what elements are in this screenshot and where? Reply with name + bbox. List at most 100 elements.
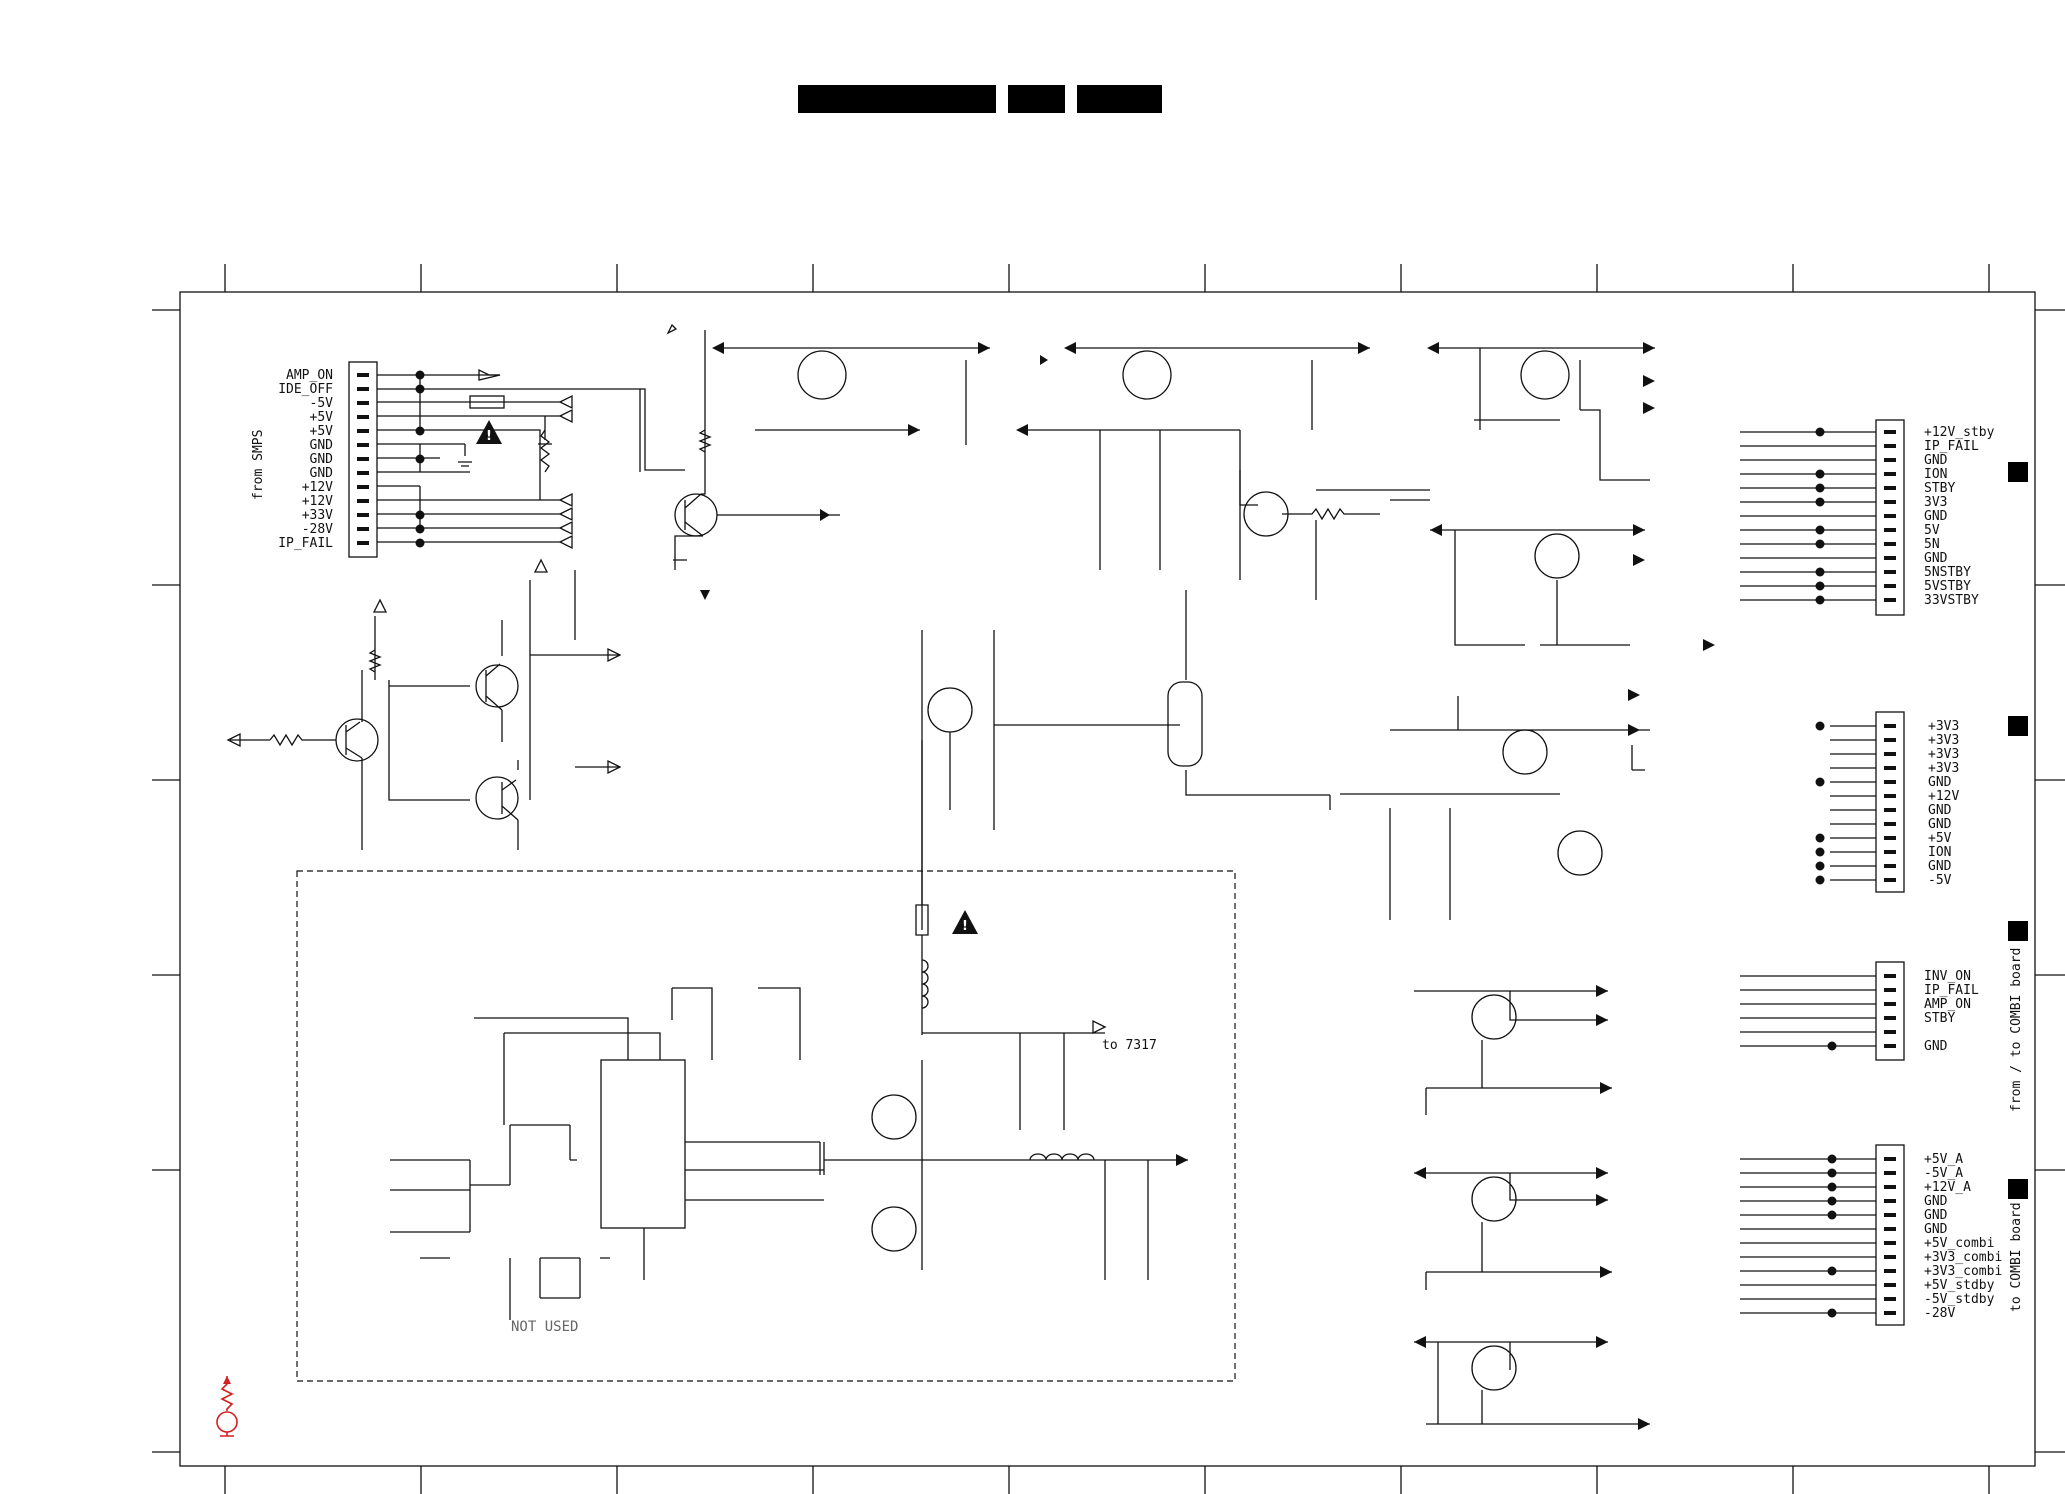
connector-a-pin-label: 5VSTBY bbox=[1924, 579, 1971, 594]
connector-a-pin-label: IP_FAIL bbox=[1924, 439, 1979, 454]
connector-smps-pin-pad bbox=[357, 499, 369, 503]
right-middle-section bbox=[1390, 524, 1715, 771]
connector-smps-pin-pad bbox=[357, 443, 369, 447]
connector-a-pin-pad bbox=[1884, 500, 1896, 504]
connector-a-pin-label: GND bbox=[1924, 509, 1948, 524]
connector-a-pin-pad bbox=[1884, 458, 1896, 462]
connector-smps-pin-label: +12V bbox=[302, 494, 333, 509]
header-block-3 bbox=[1077, 85, 1162, 113]
connector-c-pin-pad bbox=[1884, 988, 1896, 992]
connector-b-pin-label: +3V3 bbox=[1928, 761, 1959, 776]
connector-b-pin-label: +5V bbox=[1928, 831, 1952, 846]
connector-d-junction-dot bbox=[1827, 1182, 1837, 1192]
connector-b-pin-label: GND bbox=[1928, 775, 1952, 790]
section-markers bbox=[2008, 462, 2028, 1199]
connector-a-pin-pad bbox=[1884, 528, 1896, 532]
connector-d-pin-pad bbox=[1884, 1185, 1896, 1189]
warning-triangle-icon: ! bbox=[952, 910, 978, 934]
connector-d-pin-label: +5V_stdby bbox=[1924, 1278, 1995, 1293]
connector-a-pin-label: +12V_stby bbox=[1924, 425, 1995, 440]
connector-c-pin-pad bbox=[1884, 974, 1896, 978]
connector-d-pin-label: GND bbox=[1924, 1208, 1948, 1223]
connector-a-pin-pad bbox=[1884, 430, 1896, 434]
connector-d-pin-label: +5V_A bbox=[1924, 1152, 1963, 1167]
to-7317-label: to 7317 bbox=[1102, 1038, 1157, 1053]
connector-smps-pin-label: +5V bbox=[310, 424, 334, 439]
connector-a-pin-label: 5NSTBY bbox=[1924, 565, 1971, 580]
connector-d-pin-label: GND bbox=[1924, 1194, 1948, 1209]
connector-b-pin-label: +12V bbox=[1928, 789, 1959, 804]
connector-d-pin-pad bbox=[1884, 1171, 1896, 1175]
connector-c-junction-dot bbox=[1827, 1041, 1837, 1051]
connector-d-pin-label: +3V3_combi bbox=[1924, 1250, 2002, 1265]
connector-d-pin-pad bbox=[1884, 1157, 1896, 1161]
connector-smps-pin-label: GND bbox=[310, 452, 334, 467]
connector-smps-pin-pad bbox=[357, 429, 369, 433]
connector-d-junction-dot bbox=[1827, 1210, 1837, 1220]
warning-triangle-icon: ! bbox=[476, 420, 502, 444]
connector-smps-pin-pad bbox=[357, 541, 369, 545]
connector-smps-pin-pad bbox=[357, 457, 369, 461]
connector-d-pin-pad bbox=[1884, 1297, 1896, 1301]
connector-a-pin-pad bbox=[1884, 472, 1896, 476]
smps-side-label: from SMPS bbox=[251, 430, 266, 500]
connector-b-pin-label: GND bbox=[1928, 817, 1952, 832]
connector-d-junction-dot bbox=[1827, 1308, 1837, 1318]
connector-smps-pin-label: -5V bbox=[310, 396, 334, 411]
connector-d-pin-pad bbox=[1884, 1227, 1896, 1231]
connector-b-pin-label: GND bbox=[1928, 859, 1952, 874]
connector-d: +5V_A-5V_A+12V_AGNDGNDGND+5V_combi+3V3_c… bbox=[1740, 1144, 2024, 1326]
connector-a-pin-label: 33VSTBY bbox=[1924, 593, 1979, 608]
connector-a-junction-dot bbox=[1815, 525, 1825, 535]
connector-b-pin-label: ION bbox=[1928, 845, 1951, 860]
connector-d-junction-dot bbox=[1827, 1196, 1837, 1206]
connector-c-pin-label: AMP_ON bbox=[1924, 997, 1971, 1012]
connector-c-pin-pad bbox=[1884, 1044, 1896, 1048]
connector-smps-pin-pad bbox=[357, 471, 369, 475]
connector-smps-pin-pad bbox=[357, 527, 369, 531]
connector-smps-pin-label: -28V bbox=[302, 522, 333, 537]
connector-c-pin-label: STBY bbox=[1924, 1011, 1955, 1026]
esd-symbol-icon bbox=[216, 1376, 238, 1437]
connector-smps-pin-label: GND bbox=[310, 438, 334, 453]
connector-b-junction-dot bbox=[1815, 777, 1825, 787]
connector-d-pin-label: +3V3_combi bbox=[1924, 1264, 2002, 1279]
connector-d-pin-label: -28V bbox=[1924, 1306, 1955, 1321]
connector-b-pin-pad bbox=[1884, 864, 1896, 868]
connector-a-pin-pad bbox=[1884, 584, 1896, 588]
header-block-1 bbox=[798, 85, 996, 113]
connector-d-pin-pad bbox=[1884, 1241, 1896, 1245]
connector-c-pin-pad bbox=[1884, 1030, 1896, 1034]
connector-a-pin-label: 5V bbox=[1924, 523, 1940, 538]
connector-a-pin-pad bbox=[1884, 444, 1896, 448]
connector-b-pin-label: +3V3 bbox=[1928, 733, 1959, 748]
connector-a-junction-dot bbox=[1815, 469, 1825, 479]
connector-d-pin-label: +5V_combi bbox=[1924, 1236, 1994, 1251]
connector-b-pin-pad bbox=[1884, 850, 1896, 854]
connector-smps-pin-label: +33V bbox=[302, 508, 333, 523]
connector-c-pin-pad bbox=[1884, 1016, 1896, 1020]
connector-a-junction-dot bbox=[1815, 595, 1825, 605]
connector-b-pin-pad bbox=[1884, 752, 1896, 756]
connector-c-side-label: from / to COMBI board bbox=[2009, 948, 2024, 1112]
connector-smps-pin-label: IP_FAIL bbox=[278, 536, 333, 551]
connector-b-pin-label: GND bbox=[1928, 803, 1952, 818]
connector-smps-pin-label: GND bbox=[310, 466, 334, 481]
connector-a-pin-pad bbox=[1884, 514, 1896, 518]
section-marker bbox=[2008, 1179, 2028, 1199]
connector-b: +3V3+3V3+3V3+3V3GND+12VGNDGND+5VIONGND-5… bbox=[1815, 711, 1959, 893]
connector-d-pin-label: +12V_A bbox=[1924, 1180, 1971, 1195]
connector-b-junction-dot bbox=[1815, 847, 1825, 857]
connector-c-pin-label: IP_FAIL bbox=[1924, 983, 1979, 998]
connector-d-pin-pad bbox=[1884, 1269, 1896, 1273]
connector-b-pin-label: +3V3 bbox=[1928, 747, 1959, 762]
connector-b-pin-label: +3V3 bbox=[1928, 719, 1959, 734]
connector-a-pin-label: GND bbox=[1924, 551, 1948, 566]
transistor-cluster-left bbox=[226, 323, 1048, 850]
connector-smps-pin-label: AMP_ON bbox=[286, 368, 333, 383]
connector-d-junction-dot bbox=[1827, 1154, 1837, 1164]
controller-ic bbox=[600, 1059, 686, 1229]
connector-d-pin-label: -5V_A bbox=[1924, 1166, 1963, 1181]
connector-smps-pin-label: +5V bbox=[310, 410, 334, 425]
